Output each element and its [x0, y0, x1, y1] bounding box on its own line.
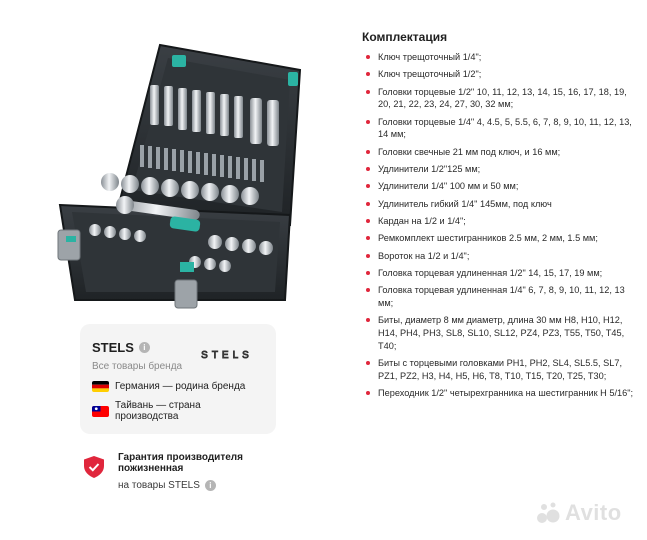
- spec-item: Переходник 1/2" четырехгранника на шести…: [362, 387, 642, 400]
- spec-item: Кардан на 1/2 и 1/4";: [362, 215, 642, 228]
- bullet-icon: [366, 89, 370, 94]
- bullet-icon: [366, 184, 370, 189]
- brand-name: STELS: [92, 340, 134, 355]
- spec-item-text: Удлинители 1/2"125 мм;: [378, 164, 481, 175]
- spec-item-text: Биты, диаметр 8 мм диаметр, длина 30 мм …: [378, 315, 625, 351]
- spec-item: Головки торцевые 1/2" 10, 11, 12, 13, 14…: [362, 86, 642, 112]
- bullet-icon: [366, 236, 370, 241]
- product-image: [57, 43, 302, 309]
- spec-list: Ключ трещоточный 1/4"; Ключ трещоточный …: [362, 51, 642, 400]
- bullet-icon: [366, 391, 370, 396]
- warranty-info-icon[interactable]: i: [204, 480, 216, 491]
- bullet-icon: [366, 270, 370, 275]
- brand-homeland-row: Германия — родина бренда: [92, 381, 264, 392]
- spec-item: Биты, диаметр 8 мм диаметр, длина 30 мм …: [362, 314, 642, 352]
- spec-item: Головки свечные 21 мм под ключ, и 16 мм;: [362, 146, 642, 159]
- spec-item-text: Кардан на 1/2 и 1/4";: [378, 215, 466, 226]
- bullet-icon: [366, 218, 370, 223]
- warranty-subtitle-row: на товары STELS i: [118, 480, 304, 491]
- germany-flag-icon: [92, 381, 109, 392]
- spec-item-text: Головки свечные 21 мм под ключ, и 16 мм;: [378, 146, 561, 157]
- spec-item-text: Удлинители 1/4" 100 мм и 50 мм;: [378, 181, 519, 192]
- warranty-block: Гарантия производителя пожизненная на то…: [84, 452, 304, 491]
- brand-logo-text: STELS: [201, 350, 253, 359]
- spec-item-text: Головки торцевые 1/2" 10, 11, 12, 13, 14…: [378, 86, 627, 110]
- bullet-icon: [366, 72, 370, 77]
- specs-section: Комплектация Ключ трещоточный 1/4"; Ключ…: [362, 30, 642, 405]
- brand-logo: STELS: [201, 350, 253, 359]
- bullet-icon: [366, 318, 370, 323]
- spec-item-text: Биты с торцевыми головками PH1, PH2, SL4…: [378, 358, 623, 381]
- spec-item-text: Ремкомплект шестигранников 2.5 мм, 2 мм,…: [378, 233, 598, 244]
- shield-check-icon: [84, 456, 104, 478]
- production-country-row: Тайвань — страна производства: [92, 400, 264, 422]
- spec-item-text: Головка торцевая удлиненная 1/2" 14, 15,…: [378, 267, 603, 278]
- spec-item-text: Вороток на 1/2 и 1/4";: [378, 250, 470, 261]
- spec-item-text: Ключ трещоточный 1/4";: [378, 52, 482, 62]
- bullet-icon: [366, 55, 370, 59]
- spec-item-text: Удлинитель гибкий 1/4" 145мм, под ключ: [378, 198, 552, 209]
- avito-watermark: Avito: [536, 500, 622, 526]
- bullet-icon: [366, 201, 370, 206]
- spec-item: Удлинитель гибкий 1/4" 145мм, под ключ: [362, 198, 642, 211]
- spec-item: Ремкомплект шестигранников 2.5 мм, 2 мм,…: [362, 232, 642, 245]
- taiwan-flag-icon: [92, 405, 109, 417]
- spec-item: Головка торцевая удлиненная 1/2" 14, 15,…: [362, 267, 642, 280]
- spec-item-text: Головки торцевые 1/4" 4, 4.5, 5, 5.5, 6,…: [378, 116, 632, 140]
- spec-item: Головки торцевые 1/4" 4, 4.5, 5, 5.5, 6,…: [362, 116, 642, 142]
- spec-item-text: Переходник 1/2" четырехгранника на шести…: [378, 388, 634, 399]
- brand-name-row: STELS i: [92, 340, 264, 355]
- warranty-subtitle: на товары STELS: [118, 480, 200, 491]
- spec-item: Удлинители 1/4" 100 мм и 50 мм;: [362, 180, 642, 193]
- bullet-icon: [366, 149, 370, 154]
- bullet-icon: [366, 119, 370, 124]
- spec-item: Биты с торцевыми головками PH1, PH2, SL4…: [362, 357, 642, 383]
- bullet-icon: [366, 361, 370, 366]
- spec-item-text: Ключ трещоточный 1/2";: [378, 69, 482, 80]
- brand-homeland: Германия — родина бренда: [115, 381, 246, 392]
- avito-logo-icon: [537, 502, 560, 523]
- spec-item: Ключ трещоточный 1/4";: [362, 51, 642, 64]
- all-brand-products-link[interactable]: Все товары бренда: [92, 361, 183, 372]
- bullet-icon: [366, 288, 370, 293]
- brand-card[interactable]: STELS i Все товары бренда STELS Германия…: [80, 324, 276, 434]
- bullet-icon: [366, 167, 370, 172]
- spec-item: Ключ трещоточный 1/2";: [362, 68, 642, 81]
- spec-item: Вороток на 1/2 и 1/4";: [362, 250, 642, 263]
- specs-title: Комплектация: [362, 30, 448, 44]
- avito-watermark-text: Avito: [565, 500, 622, 525]
- spec-item: Удлинители 1/2"125 мм;: [362, 163, 642, 176]
- bullet-icon: [366, 253, 370, 258]
- production-country: Тайвань — страна производства: [115, 400, 201, 422]
- spec-item: Головка торцевая удлиненная 1/4" 6, 7, 8…: [362, 284, 642, 310]
- spec-item-text: Головка торцевая удлиненная 1/4" 6, 7, 8…: [378, 285, 625, 308]
- warranty-title: Гарантия производителя пожизненная: [118, 452, 243, 474]
- info-icon[interactable]: i: [138, 342, 150, 353]
